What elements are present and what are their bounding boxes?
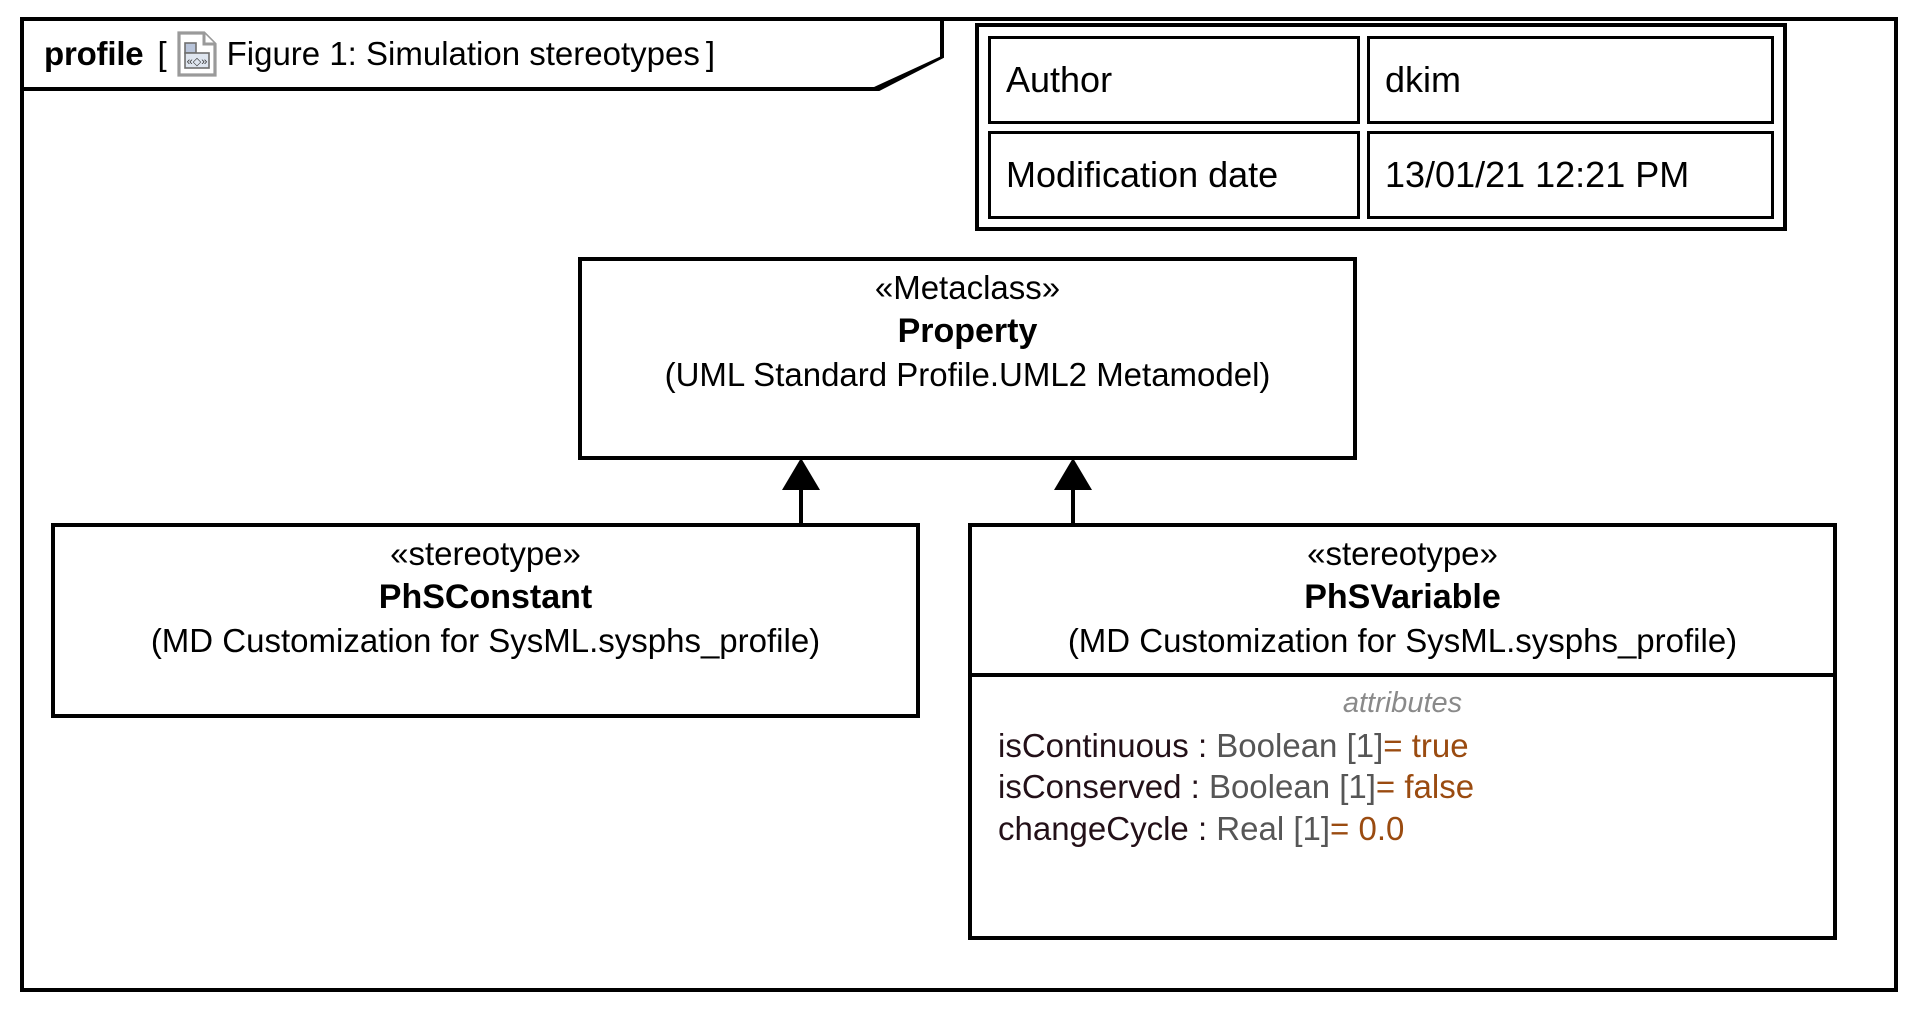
phsconstant-name: PhSConstant — [378, 578, 593, 617]
phsconstant-name-compartment: «stereotype» PhSConstant (MD Customizati… — [55, 527, 916, 673]
phsconstant-stereotype: «stereotype» — [390, 535, 581, 572]
attribute-type: Boolean — [1216, 726, 1338, 764]
phsvariable-stereotype: «stereotype» — [1307, 535, 1498, 572]
metaclass-name-compartment: «Metaclass» Property (UML Standard Profi… — [582, 261, 1353, 407]
modification-date-value: 13/01/21 12:21 PM — [1367, 131, 1774, 219]
phsvariable-name: PhSVariable — [1304, 578, 1501, 617]
attribute-equals: = — [1375, 768, 1396, 806]
modification-date-label: Modification date — [988, 131, 1360, 219]
generalization-arrow-left — [782, 458, 820, 490]
attribute-row-changecycle[interactable]: changeCycle : Real [1]= 0.0 — [972, 808, 1833, 850]
attribute-value: false — [1404, 768, 1475, 806]
attribute-equals: = — [1330, 809, 1350, 847]
attribute-name: isConserved — [998, 768, 1182, 806]
attribute-colon: : — [1190, 768, 1200, 806]
attribute-equals: = — [1383, 726, 1403, 764]
generalization-line-right — [1071, 490, 1075, 525]
author-label: Author — [988, 36, 1360, 124]
attribute-row-isconserved[interactable]: isConserved : Boolean [1]= false — [972, 766, 1833, 808]
phsvariable-attributes-compartment: attributes isContinuous : Boolean [1]= t… — [972, 673, 1833, 859]
metaclass-qualified-name: (UML Standard Profile.UML2 Metamodel) — [664, 356, 1271, 394]
attribute-value: 0.0 — [1358, 809, 1405, 847]
attribute-colon: : — [1197, 726, 1208, 764]
frame-header-tab[interactable]: profile [ «◇» Figure 1: Simulation stere… — [24, 21, 940, 87]
phsvariable-qualified-name: (MD Customization for SysML.sysphs_profi… — [1067, 622, 1738, 660]
table-row: Author dkim — [988, 36, 1774, 124]
metaclass-property-box[interactable]: «Metaclass» Property (UML Standard Profi… — [578, 257, 1357, 460]
author-value: dkim — [1367, 36, 1774, 124]
stereotype-phsconstant-box[interactable]: «stereotype» PhSConstant (MD Customizati… — [51, 523, 920, 718]
attribute-type: Boolean — [1208, 768, 1331, 806]
svg-text:«◇»: «◇» — [186, 56, 207, 68]
attributes-label: attributes — [1342, 687, 1463, 719]
attribute-type: Real — [1216, 809, 1285, 847]
bracket-close: ] — [705, 35, 716, 72]
attribute-name: changeCycle — [998, 809, 1189, 847]
attribute-row-iscontinuous[interactable]: isContinuous : Boolean [1]= true — [972, 725, 1833, 767]
generalization-arrow-right — [1054, 458, 1092, 490]
phsconstant-qualified-name: (MD Customization for SysML.sysphs_profi… — [150, 622, 821, 660]
stereotype-phsvariable-box[interactable]: «stereotype» PhSVariable (MD Customizati… — [968, 523, 1837, 940]
attribute-multiplicity: [1] — [1339, 768, 1376, 806]
metaclass-name: Property — [897, 312, 1038, 351]
profile-diagram-icon: «◇» — [177, 31, 217, 77]
attribute-name: isContinuous — [998, 726, 1189, 764]
attribute-value: true — [1411, 726, 1469, 764]
attribute-multiplicity: [1] — [1293, 809, 1331, 847]
attribute-colon: : — [1197, 809, 1208, 847]
metaclass-stereotype: «Metaclass» — [874, 269, 1061, 306]
diagram-kind-label: profile — [44, 35, 144, 72]
attribute-multiplicity: [1] — [1346, 726, 1384, 764]
generalization-line-left — [799, 490, 803, 525]
table-row: Modification date 13/01/21 12:21 PM — [988, 131, 1774, 219]
diagram-title: Figure 1: Simulation stereotypes — [226, 35, 700, 72]
diagram-info-table: Author dkim Modification date 13/01/21 1… — [975, 23, 1787, 231]
bracket-open: [ — [157, 35, 167, 72]
phsvariable-name-compartment: «stereotype» PhSVariable (MD Customizati… — [972, 527, 1833, 673]
